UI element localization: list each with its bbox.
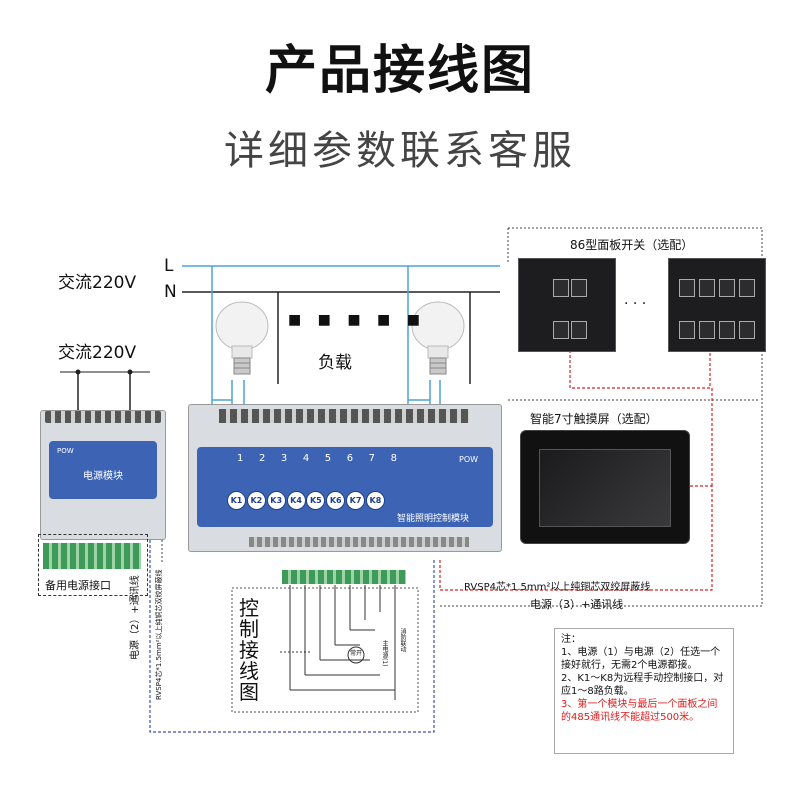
control-module-face: 1 2 3 4 5 6 7 8 POW K1 K2 K3 K4 K5 K6 K7… <box>197 447 493 527</box>
panel-key[interactable] <box>699 321 715 339</box>
power2-label: 电源（2）+通讯线 <box>130 575 141 660</box>
notes-title: 注： <box>561 634 581 645</box>
power-module-face: POW 电源模块 <box>49 441 157 499</box>
led-label: 8 <box>390 453 397 464</box>
control-wiring-label: 控 制 接 线 图 <box>239 596 259 704</box>
ac-label-top: 交流220V <box>58 273 137 293</box>
panel-key[interactable] <box>679 321 695 339</box>
bottom-terminal <box>249 537 469 547</box>
load-dots: ■ ■ ■ ■ ■ <box>288 312 426 328</box>
pow-indicator: POW <box>57 447 74 455</box>
rvsp-side-label: RVSP4芯*1.5mm²以上纯铜芯双绞屏蔽线 <box>155 569 163 700</box>
rvsp-cable-label: RVSP4芯*1.5mm²以上纯铜芯双绞屏蔽线 <box>464 582 651 593</box>
k-button[interactable]: K6 <box>326 491 346 510</box>
ac-label-power: 交流220V <box>58 343 137 363</box>
panel-key[interactable] <box>571 279 587 297</box>
touch-screen[interactable] <box>520 430 690 544</box>
led-label: 5 <box>324 453 332 464</box>
terminal-strip <box>45 411 161 423</box>
panel-key[interactable] <box>699 279 715 297</box>
backup-power-box: 备用电源接口 <box>38 534 148 596</box>
panel-switch-8key <box>668 258 766 352</box>
notes-box: 注： 1、电源（1）与电源（2）任选一个接好就行，无需2个电源都接。 2、K1～… <box>554 628 734 754</box>
led-label: 2 <box>258 453 266 464</box>
power3-label: 电源（3）+通讯线 <box>530 598 624 611</box>
line-n-label: N <box>164 282 177 302</box>
panel-key[interactable] <box>739 279 755 297</box>
panel-key[interactable] <box>719 279 735 297</box>
page-subtitle: 详细参数联系客服 <box>224 128 576 174</box>
line-l-label: L <box>164 256 174 276</box>
note-line: 1、电源（1）与电源（2）任选一个接好就行，无需2个电源都接。 <box>561 647 721 671</box>
k-button[interactable]: K1 <box>227 491 246 510</box>
panel-section-title: 86型面板开关（选配） <box>570 238 694 252</box>
bulb-icon <box>214 300 270 386</box>
led-row: 1 2 3 4 5 6 7 8 <box>237 453 397 464</box>
pow-indicator: POW <box>459 455 479 464</box>
led-label: 1 <box>237 453 244 464</box>
control-module-name: 智能照明控制模块 <box>397 514 470 524</box>
green-terminal <box>43 543 141 569</box>
k-button[interactable]: K2 <box>246 491 266 510</box>
power-module-name: 电源模块 <box>83 471 123 482</box>
page-title: 产品接线图 <box>264 41 535 101</box>
k-button[interactable]: K4 <box>286 491 306 510</box>
k-button[interactable]: K8 <box>365 491 385 510</box>
panel-key[interactable] <box>553 321 569 339</box>
backup-power-label: 备用电源接口 <box>45 579 111 592</box>
switch-label: 常开 <box>350 650 363 657</box>
fire-link-label: 消防联动 <box>399 628 406 652</box>
touch-screen-display <box>539 449 671 527</box>
led-label: 3 <box>280 453 288 464</box>
note-line-warning: 3、第一个模块与最后一个面板之间的485通讯线不能超过500米。 <box>561 699 718 723</box>
load-label: 负载 <box>318 353 352 373</box>
panel-key[interactable] <box>719 321 735 339</box>
led-label: 4 <box>302 453 310 464</box>
panel-switch-4key <box>518 258 616 352</box>
terminal-strip <box>219 409 469 423</box>
k-button[interactable]: K5 <box>306 491 326 510</box>
key-row: K1 K2 K3 K4 K5 K6 K7 K8 <box>227 491 385 510</box>
power-module: POW 电源模块 <box>40 410 166 540</box>
panel-key[interactable] <box>571 321 587 339</box>
panel-key[interactable] <box>679 279 695 297</box>
note-line: 2、K1～K8为远程手动控制接口，对应1～8路负载。 <box>561 673 724 697</box>
panel-key[interactable] <box>739 321 755 339</box>
control-module: 1 2 3 4 5 6 7 8 POW K1 K2 K3 K4 K5 K6 K7… <box>188 404 502 552</box>
bulb-icon <box>410 300 466 386</box>
green-terminal <box>282 570 406 584</box>
k-button[interactable]: K7 <box>346 491 366 510</box>
led-label: 6 <box>346 453 354 464</box>
led-label: 7 <box>368 453 375 464</box>
main-power-label: 主电源(1) <box>381 640 388 667</box>
k-button[interactable]: K3 <box>266 491 286 510</box>
panel-ellipsis: · · · <box>624 296 647 312</box>
panel-key[interactable] <box>553 279 569 297</box>
touch-section-title: 智能7寸触摸屏（选配） <box>530 412 658 426</box>
